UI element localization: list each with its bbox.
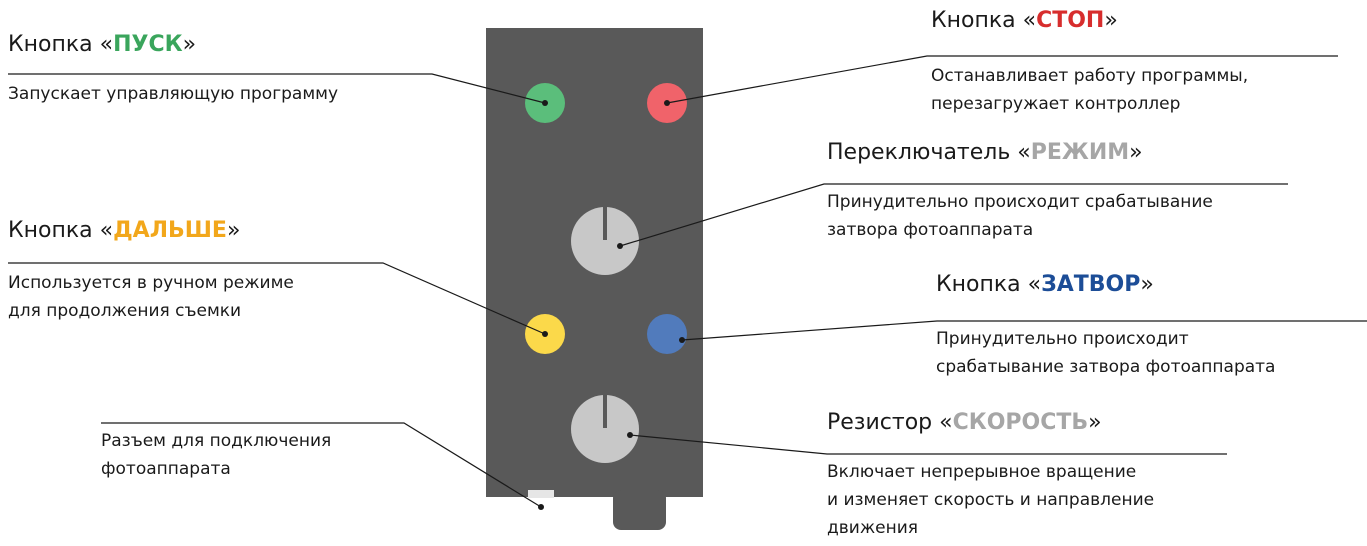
- mode-title: Переключатель «РЕЖИМ»: [827, 140, 1143, 165]
- speed-leader: [629, 434, 1227, 455]
- mode-pointer-dot: [617, 243, 623, 249]
- shutter-pointer-dot: [679, 337, 685, 343]
- next-description: Используется в ручном режиме для продолж…: [8, 273, 294, 321]
- speed-resistor-knob: [571, 395, 639, 463]
- connector-pointer-dot: [538, 504, 544, 510]
- speed-pointer-dot: [627, 432, 633, 438]
- speed-highlight: СКОРОСТЬ: [952, 410, 1089, 435]
- start-description: Запускает управляющую программу: [8, 84, 339, 104]
- connector-leader: [101, 422, 542, 508]
- stop-title: Кнопка «СТОП»: [931, 8, 1118, 33]
- mode-description: Принудительно происходит срабатывание за…: [827, 192, 1213, 240]
- speed-description: Включает непрерывное вращение и изменяет…: [827, 462, 1155, 538]
- camera-connector: [528, 490, 554, 498]
- mode-leader: [619, 183, 1288, 247]
- stop-description: Останавливает работу программы, перезагр…: [931, 66, 1249, 114]
- shutter-title: Кнопка «ЗАТВОР»: [936, 272, 1154, 297]
- start-leader: [8, 73, 546, 104]
- start-highlight: ПУСК: [113, 32, 183, 57]
- next-title: Кнопка «ДАЛЬШЕ»: [8, 218, 241, 243]
- stop-leader: [666, 55, 1338, 104]
- next-leader: [8, 262, 546, 335]
- start-title: Кнопка «ПУСК»: [8, 32, 197, 57]
- stop-pointer-dot: [664, 100, 670, 106]
- bottom-tab: [613, 490, 666, 530]
- shutter-description: Принудительно происходит срабатывание за…: [936, 329, 1276, 377]
- start-pointer-dot: [542, 100, 548, 106]
- shutter-highlight: ЗАТВОР: [1041, 272, 1141, 297]
- stop-highlight: СТОП: [1036, 8, 1105, 33]
- speed-title: Резистор «СКОРОСТЬ»: [827, 410, 1102, 435]
- next-pointer-dot: [542, 331, 548, 337]
- mode-switch-knob: [571, 207, 639, 275]
- mode-highlight: РЕЖИМ: [1030, 140, 1130, 165]
- connector-description: Разъем для подключения фотоаппарата: [101, 431, 332, 479]
- shutter-leader: [681, 320, 1367, 341]
- next-highlight: ДАЛЬШЕ: [113, 218, 227, 243]
- shutter-button: [647, 314, 687, 354]
